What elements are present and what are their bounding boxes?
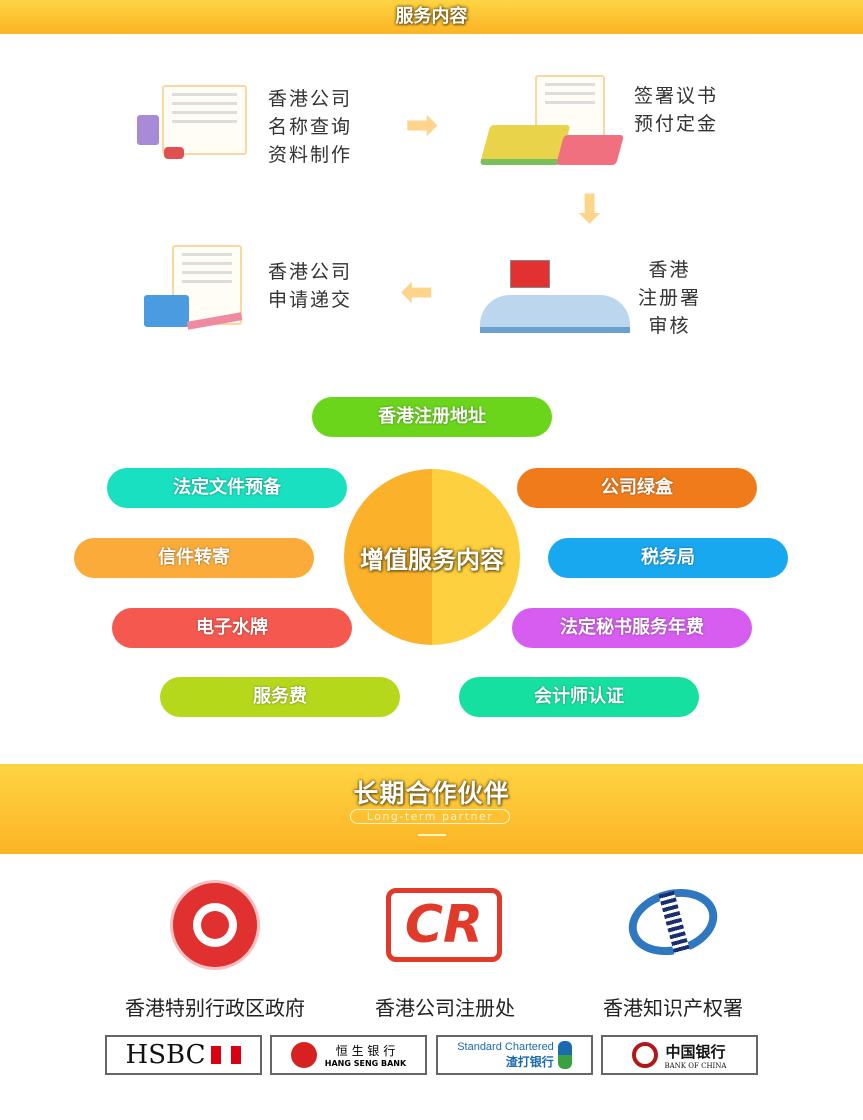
application-form-illustration bbox=[142, 245, 252, 335]
arrow-left-icon: ➡ bbox=[400, 270, 434, 316]
arrow-right-icon: ➡ bbox=[405, 102, 439, 148]
service-pill-service-fee[interactable]: 服务费 bbox=[160, 677, 400, 717]
chevron-down-icon bbox=[418, 828, 446, 836]
service-pill-tax-bureau[interactable]: 税务局 bbox=[548, 538, 788, 578]
step-2-text: 签署议书预付定金 bbox=[634, 85, 719, 135]
partner-label-ip-department: 香港知识产权署 bbox=[603, 996, 743, 1020]
document-illustration bbox=[132, 85, 252, 170]
service-pill-registered-address[interactable]: 香港注册地址 bbox=[312, 397, 552, 437]
step-4-text: 香港公司申请递交 bbox=[268, 261, 353, 311]
partner-label-hk-government: 香港特别行政区政府 bbox=[125, 996, 305, 1020]
section-title: 服务内容 bbox=[395, 6, 468, 27]
hksar-government-emblem bbox=[170, 880, 260, 970]
header-bar: 服务内容 bbox=[0, 0, 863, 34]
service-pill-green-box[interactable]: 公司绿盒 bbox=[517, 468, 757, 508]
partners-banner: 长期合作伙伴 Long-term partner bbox=[0, 764, 863, 854]
standard-chartered-icon bbox=[557, 1041, 572, 1069]
hk-building-flag-illustration bbox=[480, 255, 635, 335]
books-illustration bbox=[479, 75, 625, 175]
bank-of-china-icon bbox=[632, 1042, 659, 1068]
hang-seng-icon bbox=[290, 1042, 317, 1068]
partners-subtitle: Long-term partner bbox=[350, 809, 510, 824]
step-1-text: 香港公司名称查询资料制作 bbox=[268, 88, 353, 166]
hsbc-logo: HSBC bbox=[105, 1035, 262, 1075]
arrow-down-icon: ➡ bbox=[566, 191, 613, 225]
service-pill-accountant-certification[interactable]: 会计师认证 bbox=[459, 677, 699, 717]
partners-title: 长期合作伙伴 bbox=[353, 779, 510, 808]
partner-label-companies-registry: 香港公司注册处 bbox=[375, 996, 515, 1020]
hsbc-hexagon-icon bbox=[211, 1046, 242, 1064]
companies-registry-logo: CR bbox=[386, 888, 502, 962]
service-pill-e-nameplate[interactable]: 电子水牌 bbox=[112, 608, 352, 648]
service-pill-mail-forwarding[interactable]: 信件转寄 bbox=[74, 538, 314, 578]
step-3-text: 香港注册署审核 bbox=[638, 259, 702, 337]
service-pill-secretary-fee[interactable]: 法定秘书服务年费 bbox=[512, 608, 752, 648]
service-pill-statutory-documents[interactable]: 法定文件预备 bbox=[107, 468, 347, 508]
ip-department-logo bbox=[621, 879, 725, 965]
value-added-center: 增值服务内容 bbox=[344, 469, 520, 645]
